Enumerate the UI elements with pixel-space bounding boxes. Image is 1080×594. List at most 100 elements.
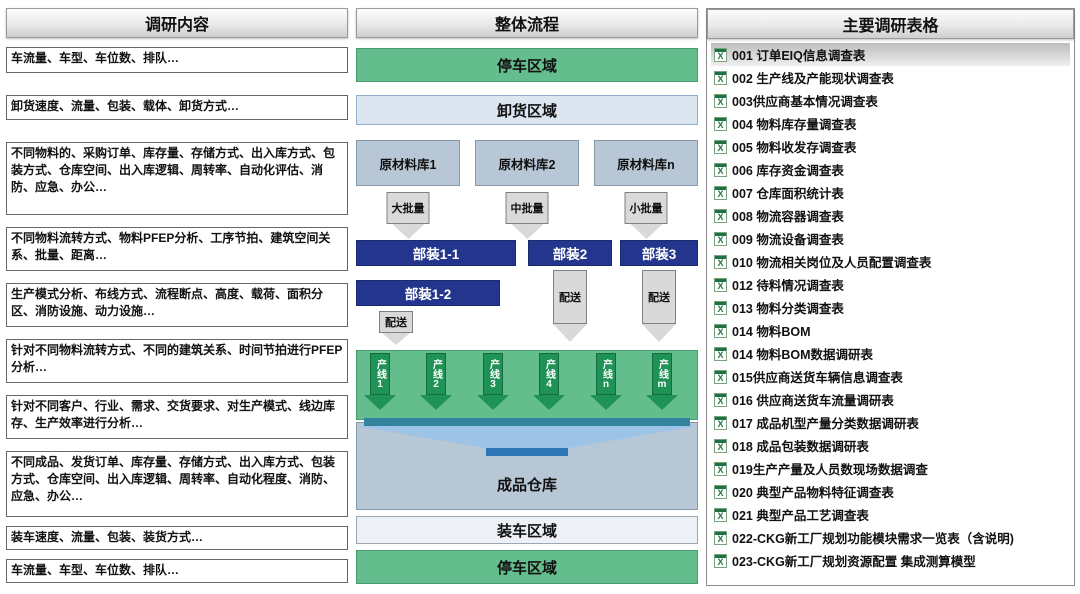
file-name: 021 典型产品工艺调查表 <box>732 509 869 523</box>
file-list-item: 002 生产线及产能现状调查表 <box>711 66 1070 89</box>
delivery-arrow-label: 配送 <box>553 270 587 324</box>
research-note-pfep: 针对不同物料流转方式、不同的建筑关系、时间节拍进行PFEP分析… <box>6 339 348 383</box>
file-name: 015供应商送货车辆信息调查表 <box>732 371 903 385</box>
research-note-customer-analysis: 针对不同客户、行业、需求、交货要求、对生产模式、线边库存、生产效率进行分析… <box>6 395 348 439</box>
overall-process-column: 整体流程 停车区域 卸货区域 原材料库1 原材料库2 原材料库n 大批量 中批量… <box>356 8 698 586</box>
excel-file-icon <box>714 47 727 62</box>
small-batch-arrow: 小批量 <box>624 192 668 239</box>
large-batch-arrow: 大批量 <box>386 192 430 239</box>
large-batch-arrow-label: 大批量 <box>386 192 430 224</box>
file-list-item: 006 库存资金调查表 <box>711 158 1070 181</box>
production-line-2-arrow: 产线2 <box>420 353 452 410</box>
research-note-production-mode: 生产模式分析、布线方式、流程断点、高度、载荷、面积分区、消防设施、动力设施… <box>6 283 348 327</box>
research-note-unloading: 卸货速度、流量、包装、载体、卸货方式… <box>6 95 348 120</box>
arrow-head <box>392 224 424 239</box>
middle-column-header: 整体流程 <box>356 8 698 38</box>
file-list-item: 019生产产量及人员数现场数据调查 <box>711 457 1070 480</box>
survey-forms-column: 主要调研表格 001 订单EIQ信息调查表 002 生产线及产能现状调查表 00… <box>706 8 1075 586</box>
arrow-head <box>420 395 452 410</box>
file-list-item: 010 物流相关岗位及人员配置调查表 <box>711 250 1070 273</box>
file-list-item: 009 物流设备调查表 <box>711 227 1070 250</box>
file-name: 004 物料库存量调查表 <box>732 118 857 132</box>
delivery-arrow-label: 配送 <box>642 270 676 324</box>
research-note-material-flow: 不同物料流转方式、物料PFEP分析、工序节拍、建筑空间关系、批量、距离… <box>6 227 348 271</box>
production-line-m-label: 产线m <box>652 353 672 395</box>
right-column-header: 主要调研表格 <box>707 9 1074 39</box>
finished-goods-warehouse-box: 成品仓库 <box>356 422 698 510</box>
research-note-parking-out: 车流量、车型、车位数、排队… <box>6 559 348 583</box>
subassembly-2-box: 部装2 <box>528 240 612 266</box>
file-name: 006 库存资金调查表 <box>732 164 844 178</box>
excel-file-icon <box>714 461 727 476</box>
file-name: 010 物流相关岗位及人员配置调查表 <box>732 256 932 270</box>
file-name: 017 成品机型产量分类数据调研表 <box>732 417 919 431</box>
excel-file-icon <box>714 300 727 315</box>
delivery-arrow-subassembly-2: 配送 <box>553 270 587 342</box>
excel-file-icon <box>714 415 727 430</box>
file-list-item: 023-CKG新工厂规划资源配置 集成测算模型 <box>711 549 1070 572</box>
research-note-finished-goods: 不同成品、发货订单、库存量、存储方式、出入库方式、包装方式、仓库空间、出入库逻辑… <box>6 451 348 517</box>
excel-file-icon <box>714 553 727 568</box>
file-list-item: 018 成品包装数据调研表 <box>711 434 1070 457</box>
excel-file-icon <box>714 507 727 522</box>
research-note-loading: 装车速度、流量、包装、装货方式… <box>6 526 348 550</box>
excel-file-icon <box>714 277 727 292</box>
file-list-item: 012 待料情况调查表 <box>711 273 1070 296</box>
parking-area-top-box: 停车区域 <box>356 48 698 82</box>
file-name: 001 订单EIQ信息调查表 <box>732 49 866 63</box>
production-line-1-label: 产线1 <box>370 353 390 395</box>
file-list-item: 022-CKG新工厂规划功能模块需求一览表（含说明) <box>711 526 1070 549</box>
arrow-head <box>646 395 678 410</box>
file-list-item: 014 物料BOM数据调研表 <box>711 342 1070 365</box>
file-list-item: 001 订单EIQ信息调查表 <box>711 43 1070 66</box>
survey-forms-list: 001 订单EIQ信息调查表 002 生产线及产能现状调查表 003供应商基本情… <box>711 43 1070 572</box>
file-name: 007 仓库面积统计表 <box>732 187 844 201</box>
file-name: 009 物流设备调查表 <box>732 233 844 247</box>
excel-file-icon <box>714 93 727 108</box>
delivery-arrow-subassembly-3: 配送 <box>642 270 676 342</box>
medium-batch-arrow-label: 中批量 <box>505 192 549 224</box>
file-list-item: 020 典型产品物料特征调查表 <box>711 480 1070 503</box>
file-list-item: 013 物料分类调查表 <box>711 296 1070 319</box>
raw-material-warehouse-n-box: 原材料库n <box>594 140 698 186</box>
excel-file-icon <box>714 208 727 223</box>
excel-file-icon <box>714 254 727 269</box>
file-name: 014 物料BOM <box>732 325 811 339</box>
production-line-4-arrow: 产线4 <box>533 353 565 410</box>
unloading-area-box: 卸货区域 <box>356 95 698 125</box>
arrow-head <box>553 324 587 342</box>
file-name: 016 供应商送货车流量调研表 <box>732 394 894 408</box>
research-content-column: 调研内容 车流量、车型、车位数、排队… 卸货速度、流量、包装、载体、卸货方式… … <box>6 8 348 586</box>
file-name: 018 成品包装数据调研表 <box>732 440 869 454</box>
file-name: 003供应商基本情况调查表 <box>732 95 878 109</box>
production-line-1-arrow: 产线1 <box>364 353 396 410</box>
excel-file-icon <box>714 438 727 453</box>
small-batch-arrow-label: 小批量 <box>624 192 668 224</box>
subassembly-1-1-box: 部装1-1 <box>356 240 516 266</box>
research-note-parking-in: 车流量、车型、车位数、排队… <box>6 47 348 73</box>
production-line-n-label: 产线n <box>596 353 616 395</box>
production-line-2-label: 产线2 <box>426 353 446 395</box>
file-name: 012 待料情况调查表 <box>732 279 844 293</box>
arrow-head <box>590 395 622 410</box>
excel-file-icon <box>714 139 727 154</box>
delivery-arrow-label: 配送 <box>379 311 413 333</box>
arrow-head <box>533 395 565 410</box>
medium-batch-arrow: 中批量 <box>505 192 549 239</box>
file-name: 013 物料分类调查表 <box>732 302 844 316</box>
production-line-m-arrow: 产线m <box>646 353 678 410</box>
file-name: 008 物流容器调查表 <box>732 210 844 224</box>
excel-file-icon <box>714 346 727 361</box>
file-list-item: 003供应商基本情况调查表 <box>711 89 1070 112</box>
excel-file-icon <box>714 323 727 338</box>
raw-material-warehouse-1-box: 原材料库1 <box>356 140 460 186</box>
file-name: 022-CKG新工厂规划功能模块需求一览表（含说明) <box>732 532 1014 546</box>
arrow-head <box>630 224 662 239</box>
loading-area-box: 装车区域 <box>356 516 698 544</box>
delivery-arrow-subassembly-1-2: 配送 <box>379 311 413 345</box>
file-list-item: 007 仓库面积统计表 <box>711 181 1070 204</box>
excel-file-icon <box>714 392 727 407</box>
file-list-item: 004 物料库存量调查表 <box>711 112 1070 135</box>
excel-file-icon <box>714 484 727 499</box>
